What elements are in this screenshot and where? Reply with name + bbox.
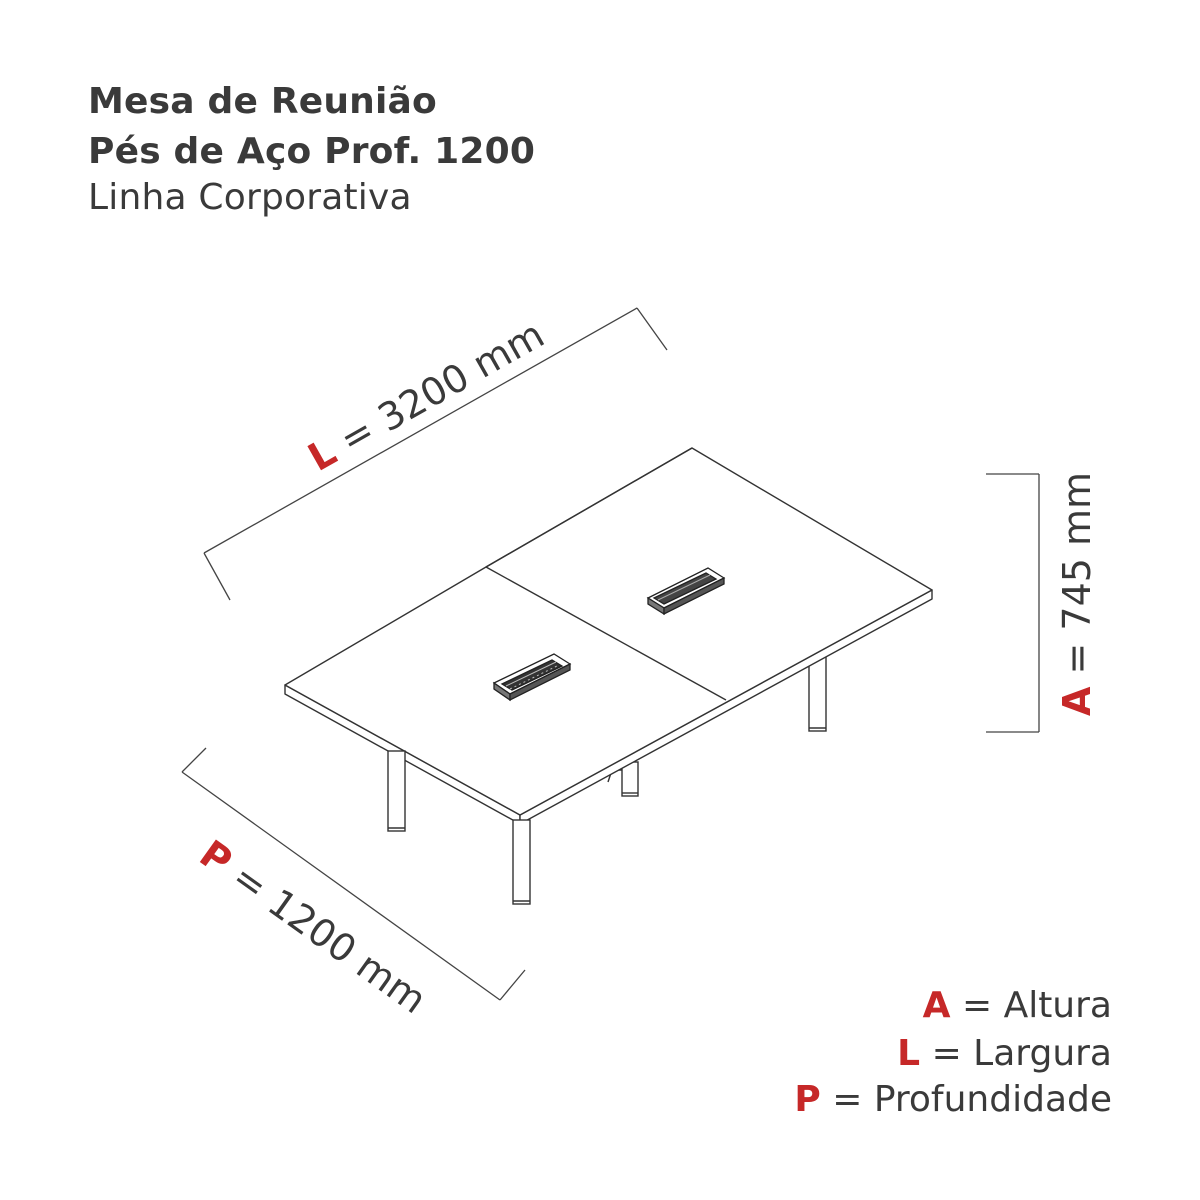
legend-altura: A = Altura bbox=[923, 988, 1112, 1024]
height-dimension-line bbox=[986, 473, 1040, 733]
cable-box-right bbox=[646, 567, 726, 616]
width-dimension-line bbox=[203, 307, 668, 601]
legend-key: A bbox=[922, 985, 951, 1026]
legend-largura: L = Largura bbox=[897, 1036, 1112, 1072]
title-line-1: Mesa de Reunião bbox=[88, 81, 437, 122]
width-dimension-label: L = 3200 mm bbox=[301, 312, 552, 480]
legend-profundidade: P = Profundidade bbox=[794, 1082, 1112, 1118]
height-dimension-label: A = 745 mm bbox=[1055, 472, 1099, 716]
title-line-2: Pés de Aço Prof. 1200 bbox=[88, 131, 536, 172]
cable-box-left bbox=[492, 653, 572, 702]
legend-text: = Largura bbox=[920, 1033, 1112, 1074]
legend-text: = Profundidade bbox=[820, 1079, 1112, 1120]
table-legs-front bbox=[387, 750, 531, 905]
table-top bbox=[284, 447, 933, 825]
depth-dimension-line bbox=[181, 747, 526, 1001]
title-line-3: Linha Corporativa bbox=[88, 177, 412, 218]
legend-text: = Altura bbox=[950, 985, 1112, 1026]
legend-key: P bbox=[794, 1079, 821, 1120]
legend-key: L bbox=[897, 1033, 921, 1074]
